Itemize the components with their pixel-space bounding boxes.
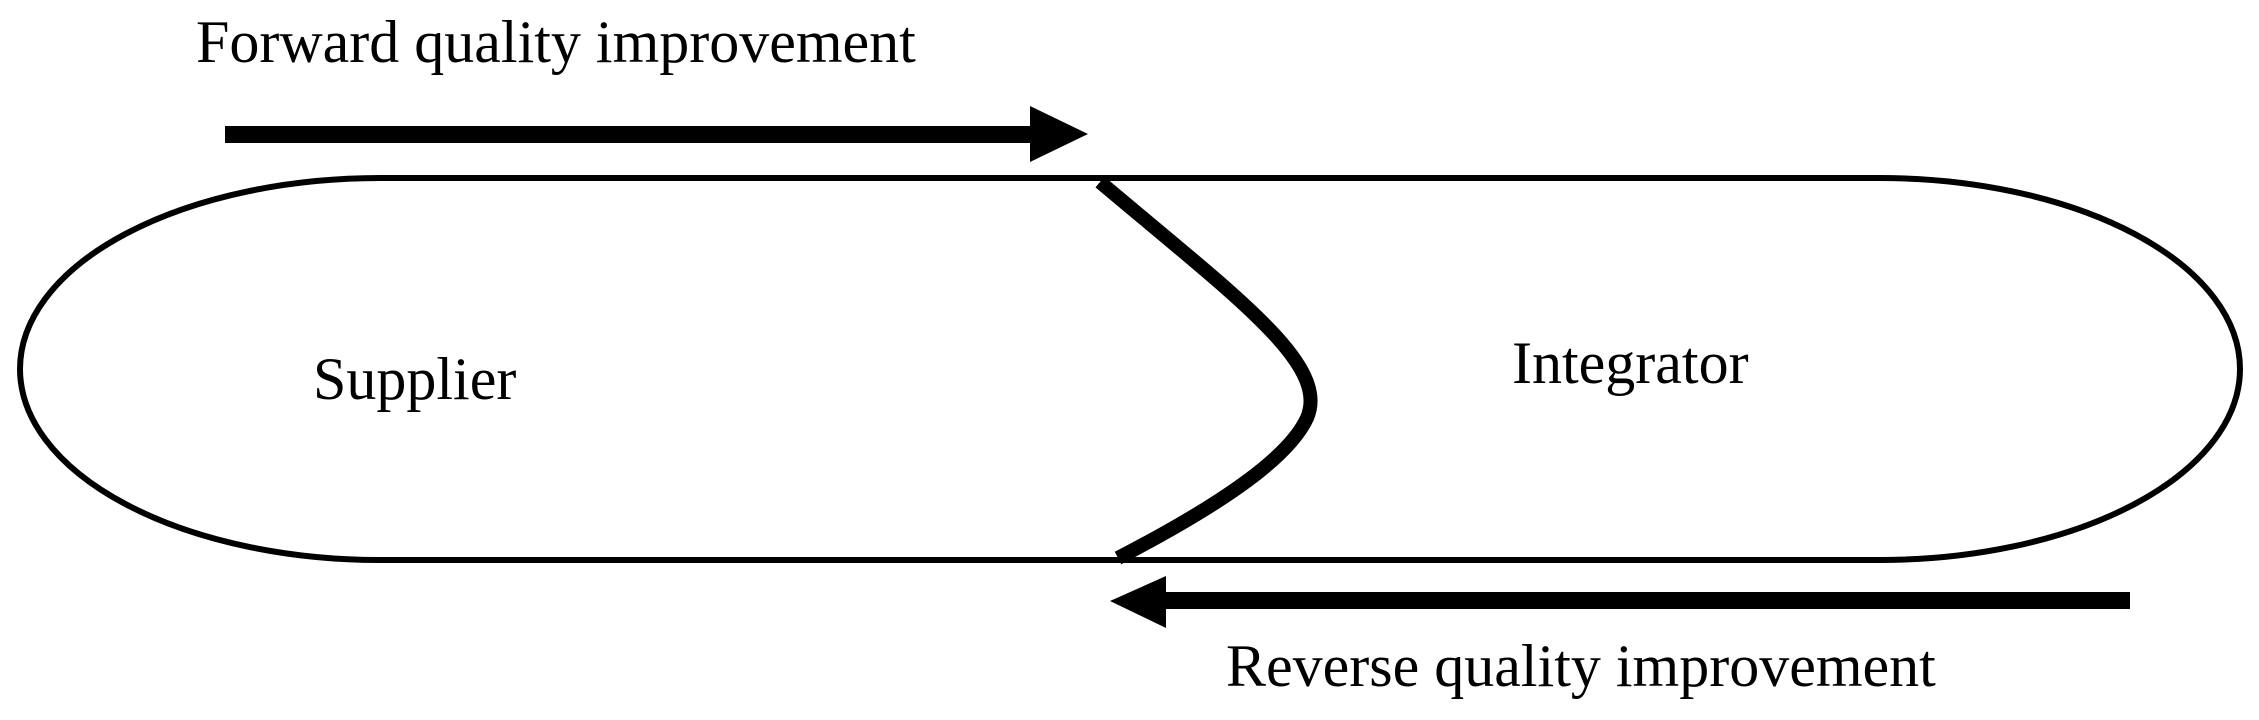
supplier-integrator-boundary bbox=[1095, 176, 1318, 565]
reverse-arrow bbox=[1110, 576, 2130, 628]
forward-label: Forward quality improvement bbox=[196, 9, 916, 75]
forward-arrow-head bbox=[1030, 106, 1088, 162]
forward-arrow bbox=[225, 106, 1088, 162]
reverse-arrow-head bbox=[1110, 576, 1166, 628]
supply-chain-outline bbox=[17, 175, 2243, 563]
integrator-label: Integrator bbox=[1512, 330, 1749, 396]
forward-arrow-shaft bbox=[225, 126, 1035, 143]
supplier-label: Supplier bbox=[313, 346, 516, 412]
reverse-label: Reverse quality improvement bbox=[1226, 633, 1936, 699]
reverse-arrow-shaft bbox=[1160, 592, 2130, 609]
